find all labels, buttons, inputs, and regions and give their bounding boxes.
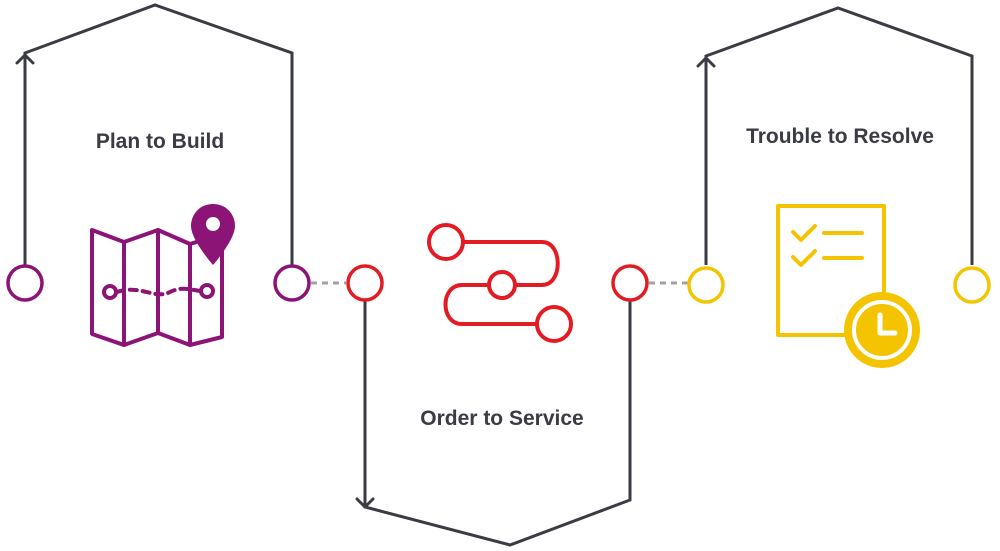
- folded-map-icon: [90, 228, 224, 347]
- plan-up-arrow-icon: [15, 53, 35, 65]
- trouble-stage-label: Trouble to Resolve: [746, 125, 934, 148]
- flow-outlines: [23, 3, 974, 547]
- flow-nodes: [6, 264, 991, 304]
- flow-arrows: [15, 53, 716, 509]
- plan-outline: [23, 3, 294, 265]
- order-start-node: [346, 264, 384, 302]
- order-down-arrow-icon: [355, 497, 375, 509]
- order-outline: [363, 300, 632, 547]
- order-stage-label: Order to Service: [420, 407, 583, 430]
- trouble-start-node: [687, 266, 725, 304]
- clock-icon: [844, 292, 920, 368]
- plan-end-node: [273, 264, 311, 302]
- checklist-clock-icon: [776, 204, 886, 337]
- map-pin-icon: [191, 204, 235, 265]
- trouble-up-arrow-icon: [696, 56, 716, 68]
- plan-start-node: [6, 264, 44, 302]
- winding-path-icon: [427, 223, 573, 343]
- plan-stage-label: Plan to Build: [96, 130, 224, 153]
- order-end-node: [611, 264, 649, 302]
- trouble-outline: [704, 6, 974, 265]
- trouble-end-node: [953, 266, 991, 304]
